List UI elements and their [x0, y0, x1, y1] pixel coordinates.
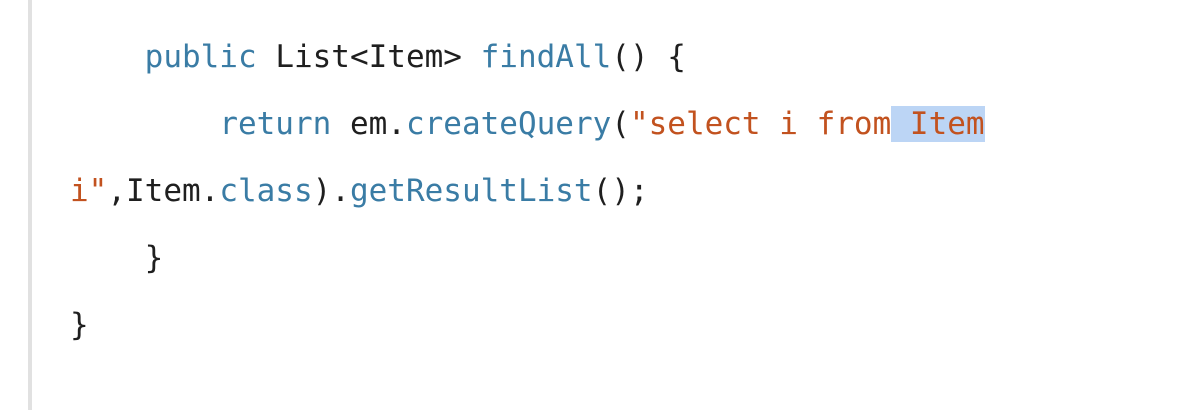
code-line-1: public List<Item> findAll() { — [70, 30, 686, 84]
method-name-findall: findAll — [480, 39, 612, 75]
method-name-createquery: createQuery — [405, 106, 612, 142]
indent — [70, 240, 145, 276]
closing-brace-class: } — [70, 307, 89, 343]
object-reference: em. — [349, 106, 406, 142]
close-paren-dot: ). — [312, 173, 350, 209]
selected-text[interactable]: Item — [891, 106, 985, 142]
string-literal-start: "select i from — [629, 106, 892, 142]
space — [331, 106, 350, 142]
code-line-3: i",Item.class).getResultList(); — [70, 164, 649, 218]
call-end: (); — [592, 173, 649, 209]
indent — [70, 39, 145, 75]
space — [462, 39, 481, 75]
keyword-class: class — [219, 173, 313, 209]
left-border — [28, 0, 32, 410]
code-line-5: } — [70, 298, 89, 352]
space — [257, 39, 276, 75]
code-line-4: } — [70, 231, 164, 285]
code-line-2: return em.createQuery("select i from Ite… — [70, 97, 985, 151]
keyword-return: return — [219, 106, 332, 142]
method-name-getresultlist: getResultList — [349, 173, 593, 209]
indent — [70, 106, 219, 142]
string-literal-end: i" — [70, 173, 108, 209]
return-type: List<Item> — [275, 39, 462, 75]
class-argument: ,Item. — [107, 173, 220, 209]
keyword-public: public — [144, 39, 257, 75]
method-signature-rest: () { — [611, 39, 686, 75]
closing-brace-method: } — [144, 240, 164, 276]
open-paren: ( — [611, 106, 630, 142]
